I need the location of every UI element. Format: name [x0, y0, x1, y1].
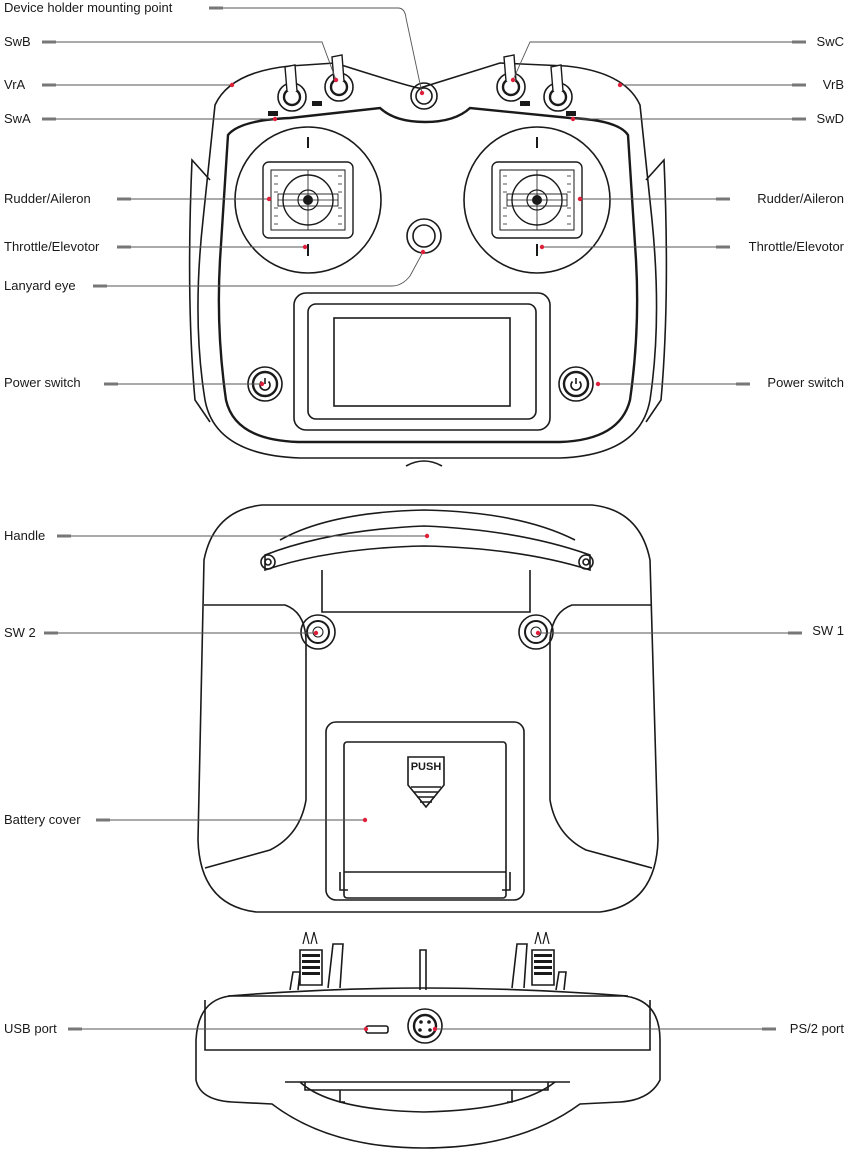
- throttle-right-label: Throttle/Elevotor: [748, 239, 844, 254]
- push-text: PUSH: [411, 761, 442, 773]
- device-holder-label: Device holder mounting point: [4, 0, 173, 15]
- swd-label: SwD: [816, 111, 844, 126]
- ps2-port-label: PS/2 port: [789, 1021, 844, 1036]
- swa-label: SwA: [4, 111, 31, 126]
- marker-dots: [229, 77, 623, 1032]
- back-view: [197, 504, 659, 913]
- sw2-label: SW 2: [4, 625, 36, 640]
- usb-port-label: USB port: [4, 1021, 57, 1036]
- power-switch-left-label: Power switch: [4, 375, 81, 390]
- vrb-knob-icon: [542, 63, 574, 113]
- handle-label: Handle: [4, 528, 46, 543]
- throttle-left-label: Throttle/Elevotor: [4, 239, 100, 254]
- sw1-button-icon: [518, 614, 554, 650]
- vrb-label: VrB: [822, 77, 844, 92]
- leader-lines: [45, 7, 801, 1030]
- front-view: [188, 62, 668, 467]
- swc-label: SwC: [816, 34, 844, 49]
- battery-cover-label: Battery cover: [4, 812, 81, 827]
- lanyard-eye-label: Lanyard eye: [4, 278, 76, 293]
- power-icon: [557, 365, 595, 403]
- swb-label: SwB: [4, 34, 31, 49]
- sw2-button-icon: [300, 614, 336, 650]
- left-gimbal-icon: [234, 126, 382, 274]
- power-switch-right-label: Power switch: [767, 375, 844, 390]
- leader-dashes: [42, 6, 806, 1031]
- rudder-aileron-right-label: Rudder/Aileron: [757, 191, 844, 206]
- vra-knob-icon: [276, 63, 308, 113]
- bottom-view: [195, 943, 661, 1149]
- vra-label: VrA: [4, 77, 26, 92]
- right-gimbal-icon: [463, 126, 611, 274]
- sw1-label: SW 1: [812, 623, 844, 638]
- rudder-aileron-left-label: Rudder/Aileron: [4, 191, 91, 206]
